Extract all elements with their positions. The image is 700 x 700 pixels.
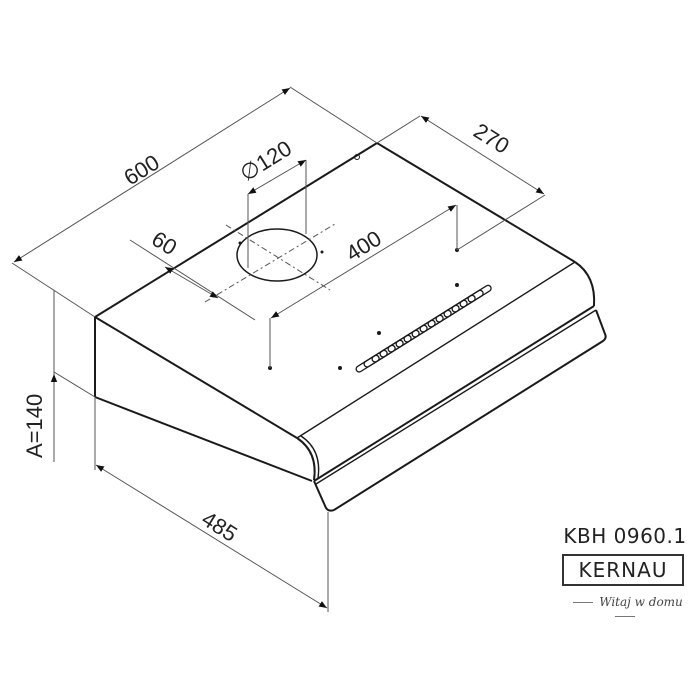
dim-duct-diameter-label: ∅120 — [235, 135, 296, 186]
model-number: KBH 0960.1 — [563, 524, 687, 548]
brand-logo: KERNAU — [562, 554, 684, 586]
dim-mount-spacing-label: 400 — [341, 226, 385, 267]
dim-width-label: 600 — [119, 150, 163, 191]
tagline-dash-left — [573, 602, 594, 603]
tagline-text: Witaj w domu — [599, 595, 683, 609]
dim-duct-offset-label: 60 — [147, 226, 181, 260]
vent-slots — [355, 284, 492, 373]
mounting-holes — [238, 154, 459, 370]
dimension-lines — [11, 86, 546, 612]
brand-name: KERNAU — [578, 558, 668, 582]
dim-depth-bottom-label: 485 — [197, 506, 241, 547]
brand-tagline: Witaj w domu — [555, 595, 695, 623]
hood-body — [94, 142, 607, 512]
dim-height-label: A=140 — [22, 394, 47, 458]
tagline-dash-right — [615, 616, 635, 617]
dim-depth-top-label: 270 — [469, 118, 513, 159]
